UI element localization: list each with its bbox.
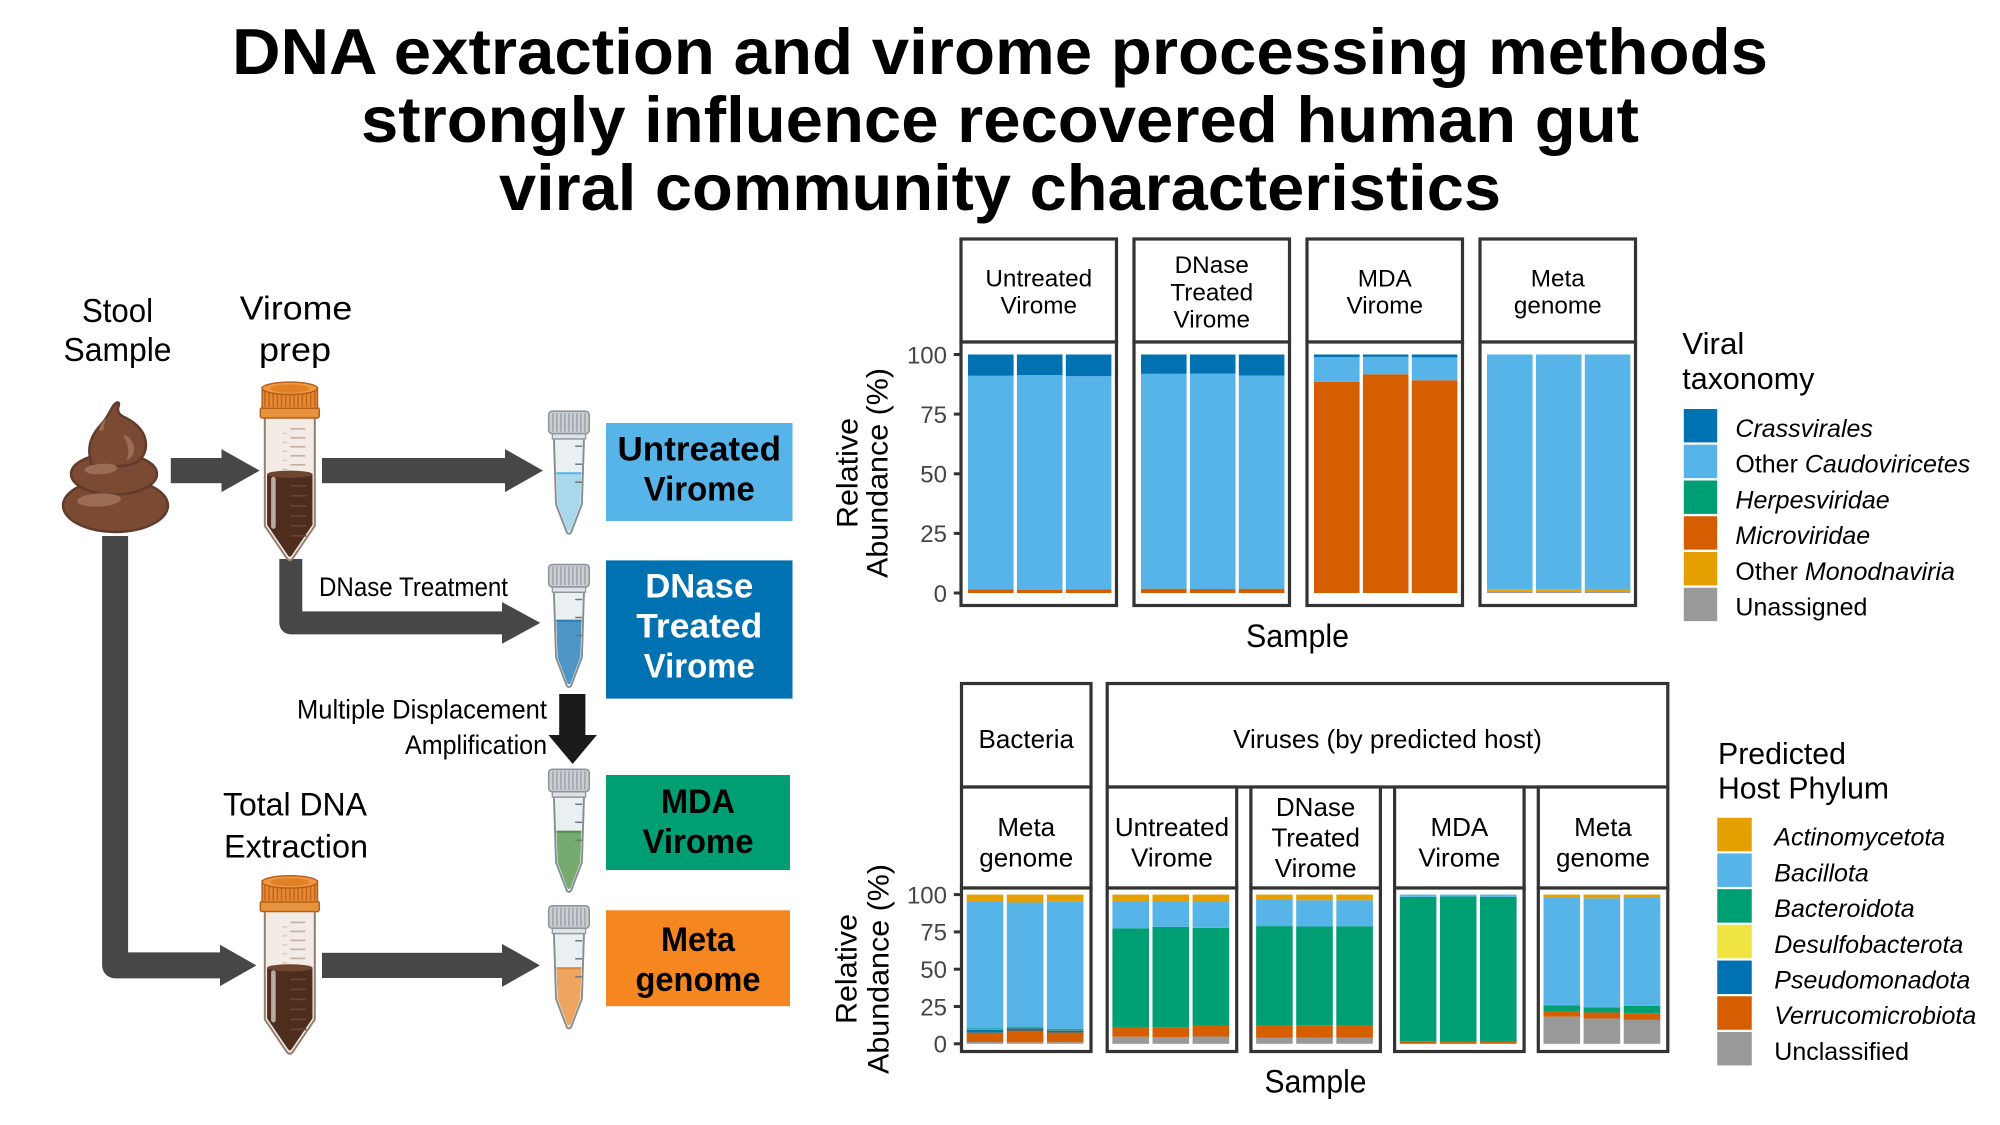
svg-text:Stool: Stool [82,292,153,329]
svg-text:Total DNA: Total DNA [223,786,368,822]
svg-text:Sample: Sample [64,331,172,368]
svg-text:100: 100 [907,342,947,369]
svg-text:Abundance (%): Abundance (%) [863,864,896,1074]
svg-text:Sample: Sample [1246,618,1349,654]
svg-text:Virome: Virome [644,471,755,509]
svg-text:genome: genome [636,961,761,999]
svg-text:Virome: Virome [1173,307,1250,334]
svg-text:Verrucomicrobiota: Verrucomicrobiota [1774,1002,1976,1030]
svg-text:Virome: Virome [643,823,754,861]
svg-text:DNase: DNase [1276,792,1355,822]
svg-text:Unclassified: Unclassified [1774,1038,1909,1066]
svg-text:Predicted: Predicted [1718,736,1846,771]
svg-text:Viruses (by predicted host): Viruses (by predicted host) [1233,724,1542,754]
svg-text:Virome: Virome [1000,293,1077,320]
svg-text:DNase Treatment: DNase Treatment [319,572,508,602]
svg-text:Relative: Relative [832,418,865,528]
svg-text:25: 25 [920,521,947,548]
svg-text:Unassigned: Unassigned [1735,594,1867,622]
svg-text:Bacillota: Bacillota [1774,859,1869,887]
svg-text:MDA: MDA [1358,266,1413,293]
svg-text:Meta: Meta [661,921,736,959]
svg-text:Treated: Treated [1170,279,1253,306]
svg-text:25: 25 [920,994,947,1021]
svg-text:Actinomycetota: Actinomycetota [1772,824,1945,852]
svg-text:genome: genome [1556,843,1650,873]
svg-text:Untreated: Untreated [618,431,782,469]
svg-text:100: 100 [907,882,947,909]
svg-text:Virome: Virome [1275,853,1357,883]
svg-text:Viral: Viral [1682,326,1744,361]
svg-text:50: 50 [920,957,947,984]
svg-text:MDA: MDA [661,783,735,821]
svg-text:genome: genome [979,843,1073,873]
svg-text:Crassvirales: Crassvirales [1735,415,1873,443]
svg-text:Untreated: Untreated [985,266,1092,293]
svg-text:Meta: Meta [1574,812,1632,842]
svg-text:75: 75 [920,920,947,947]
svg-text:Other Caudoviricetes: Other Caudoviricetes [1735,451,1970,479]
svg-text:Herpesviridae: Herpesviridae [1735,486,1889,514]
svg-text:strongly influence recovered h: strongly influence recovered human gut [361,83,1639,156]
svg-text:Multiple Displacement: Multiple Displacement [297,695,548,725]
svg-text:Virome: Virome [644,648,755,686]
svg-text:Bacteria: Bacteria [979,724,1075,754]
svg-text:DNA extraction and virome proc: DNA extraction and virome processing met… [232,15,1768,88]
svg-text:DNase: DNase [645,568,753,606]
svg-text:taxonomy: taxonomy [1682,361,1814,396]
svg-text:viral community characteristic: viral community characteristics [499,151,1501,224]
svg-text:Treated: Treated [1271,823,1360,853]
svg-text:Virome: Virome [1418,843,1500,873]
svg-text:50: 50 [920,462,947,489]
svg-text:Amplification: Amplification [405,730,547,760]
svg-text:DNase: DNase [1175,252,1249,279]
svg-text:prep: prep [259,331,331,368]
svg-text:Relative: Relative [831,914,864,1024]
svg-text:0: 0 [934,1032,947,1059]
svg-text:Virome: Virome [1131,843,1213,873]
svg-text:Treated: Treated [636,608,762,646]
svg-text:Extraction: Extraction [224,828,368,864]
svg-text:Desulfobacterota: Desulfobacterota [1774,931,1963,959]
svg-text:Sample: Sample [1265,1064,1367,1100]
svg-text:Meta: Meta [997,812,1055,842]
svg-text:Pseudomonadota: Pseudomonadota [1774,966,1970,994]
svg-text:Host Phylum: Host Phylum [1718,770,1889,805]
svg-text:75: 75 [920,402,947,429]
svg-text:Untreated: Untreated [1115,812,1229,842]
svg-text:Bacteroidota: Bacteroidota [1774,895,1914,923]
svg-text:0: 0 [934,581,947,608]
svg-text:Meta: Meta [1531,266,1586,293]
svg-text:MDA: MDA [1430,812,1488,842]
svg-text:Virome: Virome [240,290,353,327]
svg-text:Virome: Virome [1346,293,1423,320]
svg-text:Microviridae: Microviridae [1735,522,1870,550]
svg-text:Other Monodnaviria: Other Monodnaviria [1735,558,1955,586]
svg-text:Abundance (%): Abundance (%) [862,368,895,578]
svg-text:genome: genome [1514,293,1602,320]
